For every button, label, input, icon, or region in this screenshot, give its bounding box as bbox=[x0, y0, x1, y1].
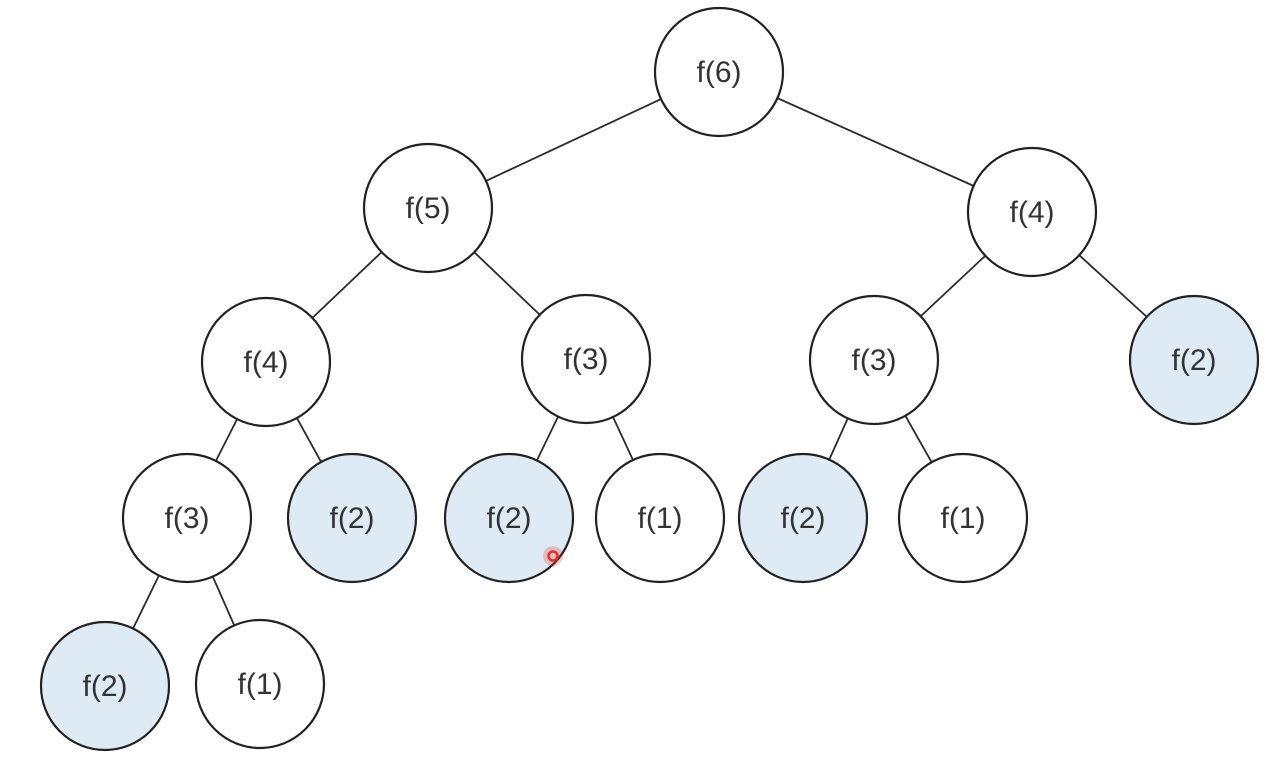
tree-node-n8: f(3) bbox=[121, 452, 253, 584]
highlighted-node-circle bbox=[39, 620, 171, 752]
tree-node-n6: f(3) bbox=[808, 294, 940, 426]
node-label: f(3) bbox=[852, 344, 897, 377]
tree-node-n5: f(3) bbox=[520, 293, 652, 425]
edge-n5-n10 bbox=[535, 415, 560, 462]
tree-node-n9: f(2) bbox=[286, 452, 418, 584]
node-circle bbox=[653, 6, 785, 138]
node-label: f(6) bbox=[697, 56, 742, 89]
tree-node-n1: f(6) bbox=[653, 6, 785, 138]
edge-n2-n5 bbox=[473, 251, 541, 316]
edge-n2-n4 bbox=[311, 251, 383, 319]
node-label: f(4) bbox=[244, 346, 289, 379]
edge-n3-n7 bbox=[1078, 254, 1148, 318]
tree-node-n3: f(4) bbox=[966, 146, 1098, 278]
nodes-layer: f(6) f(5) f(4) f(4) f(3) f(3) f(2) f(3) f(2) f(2)… bbox=[39, 6, 1260, 752]
node-label: f(4) bbox=[1010, 196, 1055, 229]
edges-layer bbox=[132, 97, 1148, 630]
node-label: f(1) bbox=[238, 668, 283, 701]
highlighted-node-circle bbox=[737, 452, 869, 584]
node-label: f(2) bbox=[781, 502, 826, 535]
mouse-cursor-icon bbox=[547, 550, 559, 562]
node-label: f(2) bbox=[330, 502, 375, 535]
tree-node-n7: f(2) bbox=[1128, 294, 1260, 426]
tree-node-n13: f(1) bbox=[897, 452, 1029, 584]
edge-n4-n8 bbox=[215, 418, 238, 462]
node-label: f(2) bbox=[1172, 344, 1217, 377]
node-circle bbox=[966, 146, 1098, 278]
node-label: f(2) bbox=[83, 670, 128, 703]
edge-n8-n14 bbox=[132, 574, 160, 630]
cursor-indicator bbox=[543, 546, 563, 566]
node-label: f(1) bbox=[638, 502, 683, 535]
node-label: f(1) bbox=[941, 502, 986, 535]
node-circle bbox=[194, 618, 326, 750]
edge-n8-n15 bbox=[211, 575, 236, 627]
node-label: f(5) bbox=[406, 192, 451, 225]
node-circle bbox=[808, 294, 940, 426]
tree-node-n11: f(1) bbox=[594, 452, 726, 584]
tree-node-n12: f(2) bbox=[737, 452, 869, 584]
node-label: f(3) bbox=[564, 343, 609, 376]
cursor-glow bbox=[543, 546, 563, 566]
edge-n5-n11 bbox=[612, 416, 634, 461]
edge-n3-n6 bbox=[919, 254, 987, 318]
highlighted-node-circle bbox=[286, 452, 418, 584]
node-circle bbox=[594, 452, 726, 584]
tree-node-n15: f(1) bbox=[194, 618, 326, 750]
edge-n1-n2 bbox=[485, 98, 662, 182]
node-circle bbox=[200, 296, 332, 428]
node-circle bbox=[897, 452, 1029, 584]
edge-n1-n3 bbox=[776, 97, 975, 187]
edge-n4-n9 bbox=[295, 417, 323, 463]
highlighted-node-circle bbox=[443, 452, 575, 584]
tree-node-n14: f(2) bbox=[39, 620, 171, 752]
node-circle bbox=[520, 293, 652, 425]
node-circle bbox=[121, 452, 253, 584]
edge-n6-n12 bbox=[828, 417, 849, 461]
edge-n6-n13 bbox=[904, 414, 933, 464]
node-label: f(3) bbox=[165, 502, 210, 535]
tree-node-n4: f(4) bbox=[200, 296, 332, 428]
highlighted-node-circle bbox=[1128, 294, 1260, 426]
node-label: f(2) bbox=[487, 502, 532, 535]
tree-node-n10: f(2) bbox=[443, 452, 575, 584]
node-circle bbox=[362, 142, 494, 274]
tree-node-n2: f(5) bbox=[362, 142, 494, 274]
